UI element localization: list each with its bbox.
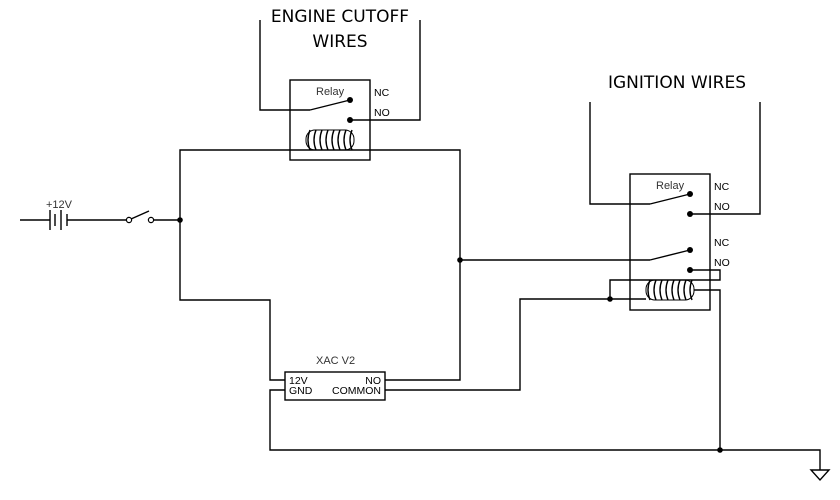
ignition-relay-switch2-arm (649, 249, 691, 261)
ignition-relay-title: Relay (656, 180, 685, 192)
ignition-wire-right (690, 102, 761, 215)
ignition-relay-switch1-arm (649, 193, 691, 205)
power-switch-icon (125, 210, 180, 224)
junction-dot-ground (717, 447, 723, 453)
engine-cutoff-label-line2: WIRES (312, 32, 367, 52)
ground-icon (809, 469, 831, 482)
engine-relay-nc-contact (347, 97, 353, 103)
xac-module-box (284, 371, 386, 401)
xac-pin-12v: 12V (289, 375, 308, 387)
wire-power-loop (179, 149, 461, 381)
engine-cutoff-wire-left (259, 20, 310, 111)
wire-coil-to-ground (694, 289, 721, 450)
battery-icon (20, 210, 127, 230)
battery-label: +12V (46, 199, 73, 211)
engine-cutoff-wire-right (350, 20, 421, 121)
engine-cutoff-relay: Relay NC NO (289, 79, 390, 161)
wire-ground-bus (269, 389, 821, 470)
xac-pin-gnd: GND (289, 385, 313, 397)
ignition-relay-nc2-label: NC (714, 237, 730, 249)
xac-module-title: XAC V2 (316, 355, 355, 367)
ignition-relay-no1-label: NO (714, 201, 730, 213)
ignition-relay-nc1-contact (687, 191, 693, 197)
engine-relay-no-label: NO (374, 107, 390, 119)
engine-relay-title: Relay (316, 86, 345, 98)
ignition-relay-no2-label: NO (714, 257, 730, 269)
engine-relay-coil-icon (305, 129, 355, 151)
ignition-relay-box (629, 173, 711, 311)
engine-relay-nc-label: NC (374, 87, 390, 99)
engine-cutoff-label-line1: ENGINE CUTOFF (271, 7, 409, 27)
xac-pin-common: COMMON (332, 385, 381, 397)
xac-module: XAC V2 12V GND NO COMMON (284, 355, 386, 401)
wire-common-to-coil (385, 298, 646, 391)
ignition-relay-nc1-label: NC (714, 181, 730, 193)
ignition-relay-coil-icon (645, 279, 695, 301)
ignition-relay-nc2-contact (687, 247, 693, 253)
ignition-wires-label: IGNITION WIRES (608, 73, 746, 93)
wire-coil-to-no2 (609, 269, 721, 299)
wire-module-12v (179, 220, 285, 381)
xac-pin-no: NO (365, 375, 381, 387)
engine-relay-switch-arm (309, 99, 351, 111)
ignition-relay: Relay NC NO NC NO (629, 173, 730, 311)
ignition-wire-left (589, 102, 650, 205)
